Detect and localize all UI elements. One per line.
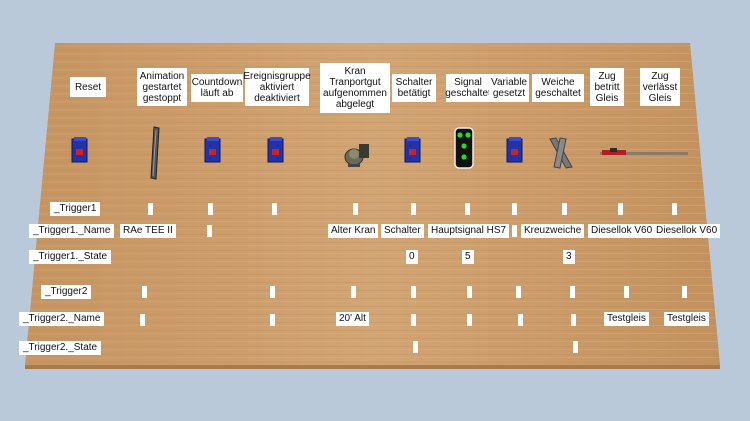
trigger1-state-cell: 0 [406,250,418,264]
trigger1-marker [272,203,277,215]
header-animation: Animation gestartet gestoppt [137,68,187,106]
trigger2-name-cell: 20' Alt [336,312,369,326]
button-box-icon[interactable] [266,136,286,164]
crossing-switch-icon[interactable] [548,137,574,169]
row-label-trigger2-state: _Trigger2._State [19,341,102,355]
trigger1-marker [562,203,567,215]
trigger1-marker [411,203,416,215]
trigger2-state-marker [573,341,578,353]
trigger2-name-marker [467,314,472,326]
button-box-icon[interactable] [505,136,525,164]
trigger1-marker [512,203,517,215]
trigger2-marker [570,286,575,298]
header-reset: Reset [70,77,106,97]
trigger1-name-cell: Kreuzweiche [521,224,585,238]
trigger1-marker [618,203,623,215]
trigger2-name-marker [411,314,416,326]
crane-icon[interactable] [342,140,372,168]
trigger1-state-cell: 3 [563,250,575,264]
trigger2-name-marker [140,314,145,326]
header-signal: Signal geschaltet [445,74,491,102]
button-box-icon[interactable] [203,136,223,164]
trigger2-state-marker [413,341,418,353]
trigger1-name-marker [512,225,517,237]
trigger1-marker [148,203,153,215]
trigger2-marker [516,286,521,298]
header-kran: Kran Tranportgut aufgenommen abgelegt [320,63,390,113]
trigger2-name-cell: Testgleis [664,312,709,326]
header-schalter: Schalter betätigt [392,74,436,102]
row-label-trigger1-state: _Trigger1._State [29,250,112,264]
signal-icon[interactable] [454,127,474,169]
trigger1-marker [353,203,358,215]
trigger2-name-marker [571,314,576,326]
row-label-trigger2-name: _Trigger2._Name [19,312,105,326]
trigger2-marker [624,286,629,298]
trigger2-marker [270,286,275,298]
trigger1-name-cell: Alter Kran [328,224,379,238]
trigger2-marker [411,286,416,298]
header-variable: Variable gesetzt [489,74,529,102]
row-label-trigger2: _Trigger2 [41,285,92,299]
trigger2-marker [467,286,472,298]
trigger1-name-cell: Hauptsignal HS7 [428,224,510,238]
trigger1-marker [465,203,470,215]
header-zug-betritt: Zug betritt Gleis [590,68,624,106]
animation-pole-icon[interactable] [148,126,162,180]
trigger1-marker [672,203,677,215]
trigger1-name-cell: Schalter [381,224,424,238]
trigger1-name-cell: Diesellok V60 [653,224,721,238]
trigger2-name-marker [270,314,275,326]
button-box-icon[interactable] [70,136,90,164]
trigger2-marker [682,286,687,298]
header-weiche: Weiche geschaltet [532,74,584,102]
trigger1-name-cell: Diesellok V60 [588,224,656,238]
header-zug-verlaesst: Zug verlässt Gleis [640,68,680,106]
trigger2-name-marker [518,314,523,326]
trigger2-marker [351,286,356,298]
trigger2-marker [142,286,147,298]
header-countdown: Countdown läuft ab [191,74,243,102]
row-label-trigger1-name: _Trigger1._Name [29,224,115,238]
trigger1-name-marker [207,225,212,237]
trigger1-marker [208,203,213,215]
locomotive-icon[interactable] [600,148,690,160]
header-ereignisgruppe: Ereignisgruppe aktiviert deaktiviert [243,68,311,106]
button-box-icon[interactable] [403,136,423,164]
trigger2-name-cell: Testgleis [604,312,649,326]
row-label-trigger1: _Trigger1 [50,202,101,216]
trigger1-state-cell: 5 [462,250,474,264]
trigger1-name-cell: RAe TEE II [120,224,176,238]
